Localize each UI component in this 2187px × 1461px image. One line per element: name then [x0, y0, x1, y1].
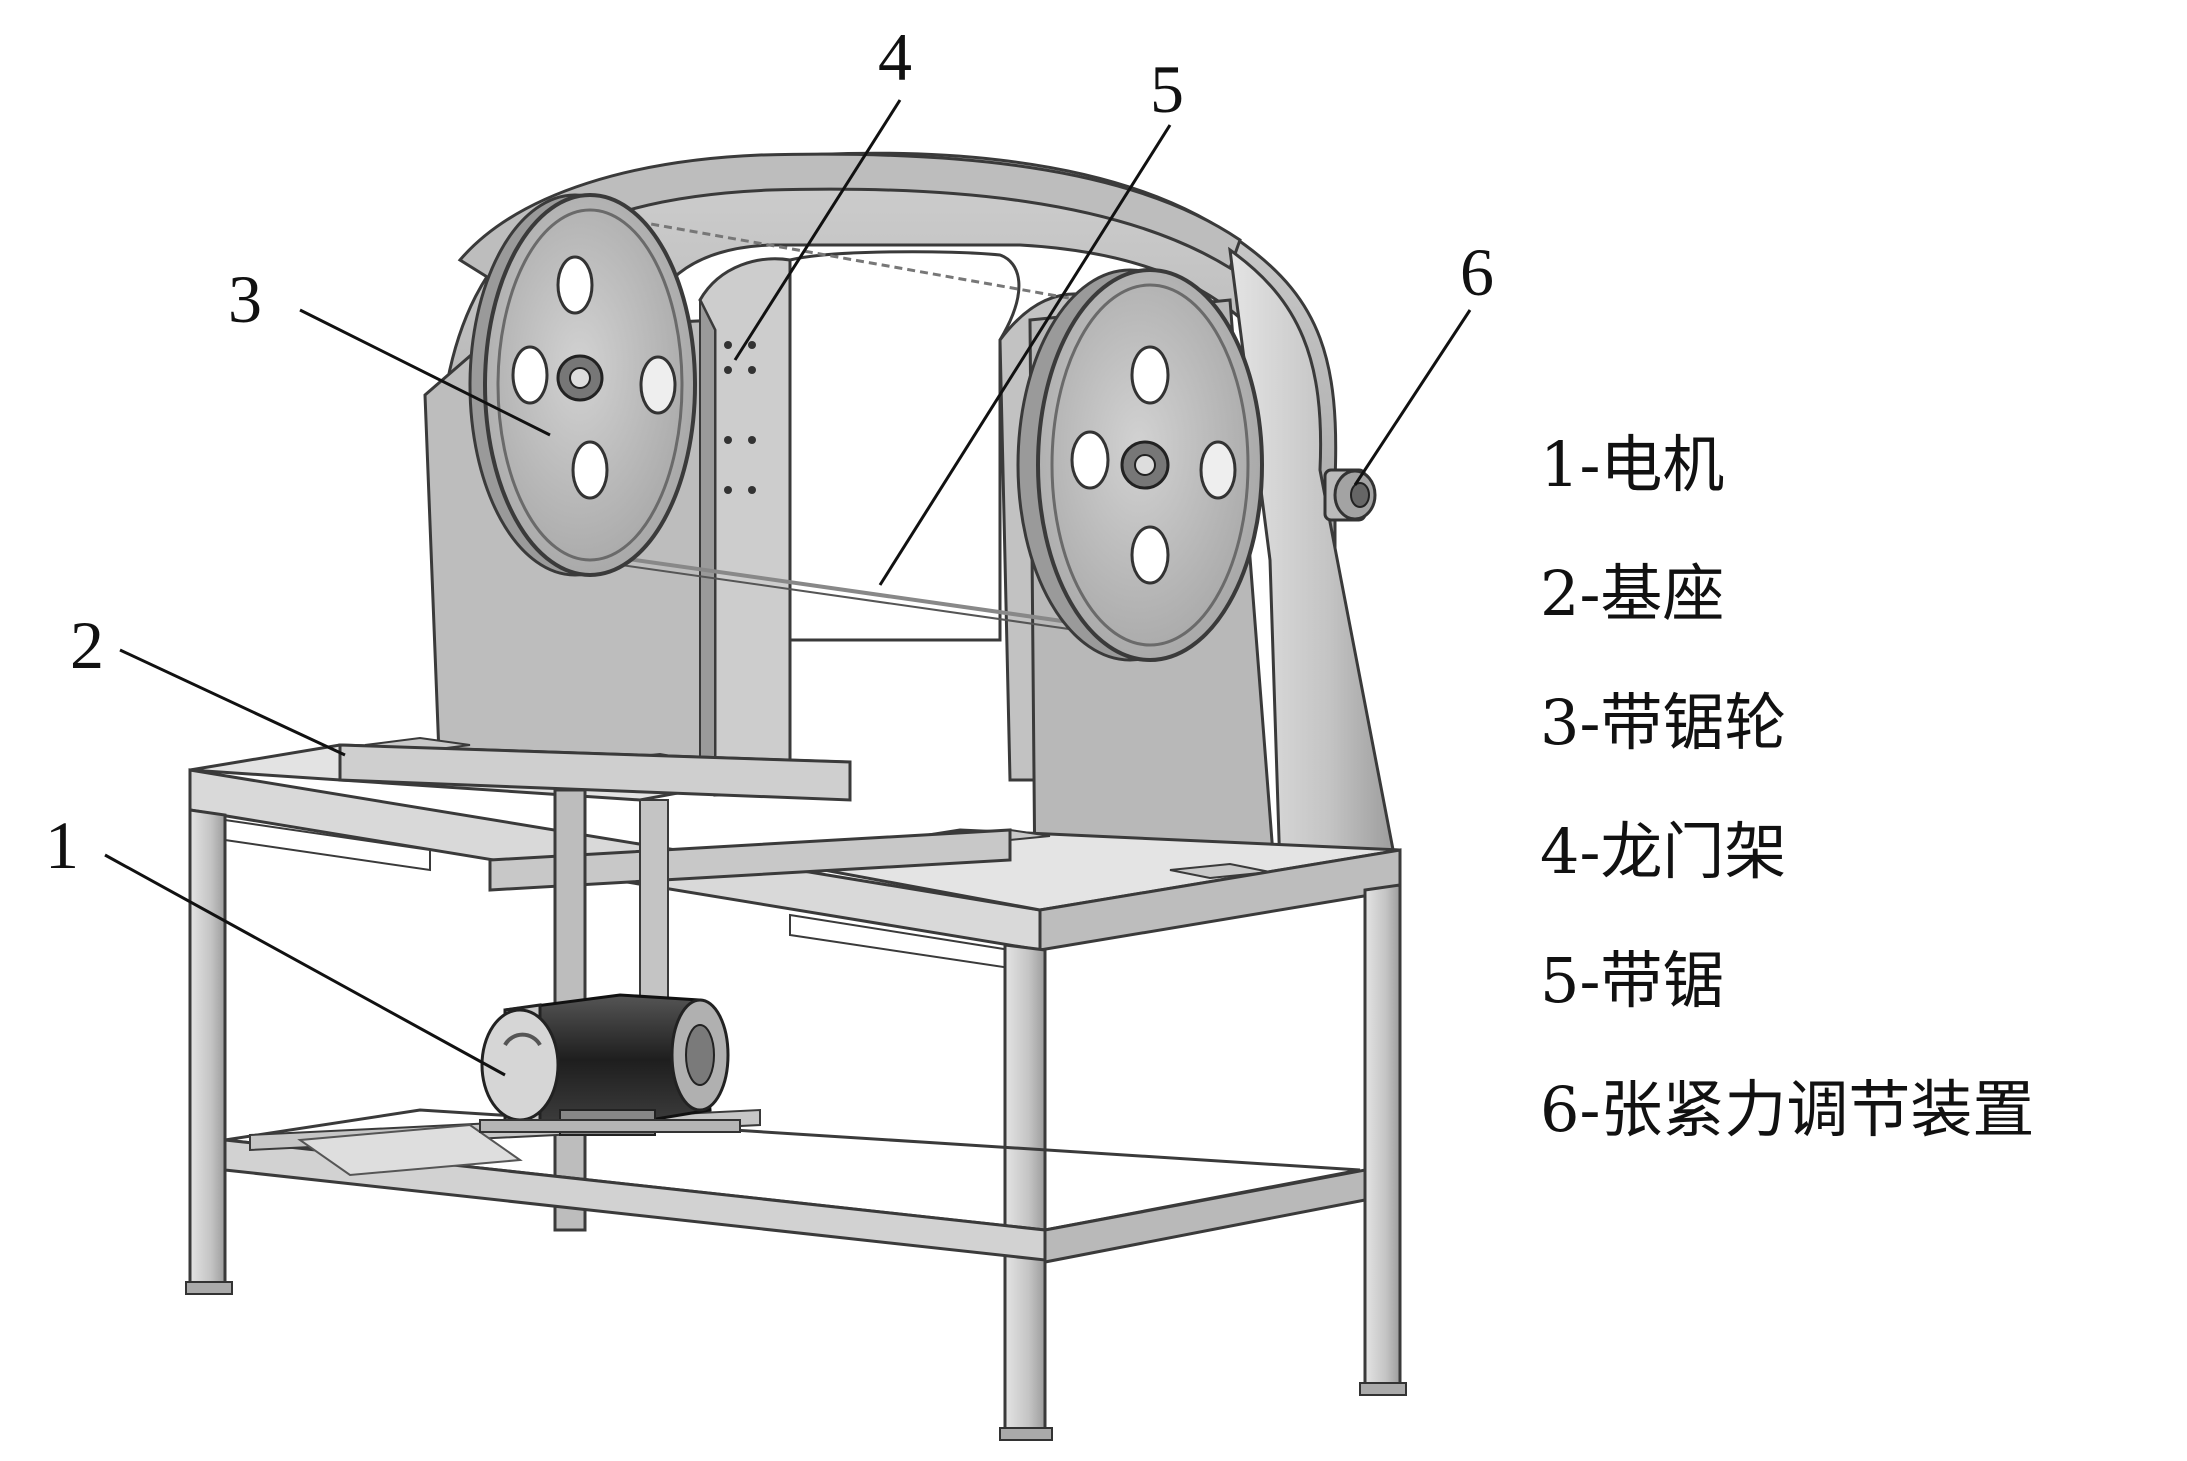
callout-1: 1 — [45, 807, 79, 883]
band-saw-wheel-left — [468, 193, 697, 577]
legend-item-saw-wheel: 3-带锯轮 — [1540, 686, 1787, 759]
callout-numbers: 1 2 3 4 5 6 — [45, 19, 1494, 883]
band-saw-blade — [599, 213, 1091, 633]
motor — [479, 993, 741, 1136]
callout-3: 3 — [228, 261, 262, 337]
callout-4: 4 — [878, 19, 912, 95]
band-saw-wheel-right — [1016, 268, 1264, 662]
component-legend: 1-电机 2-基座 3-带锯轮 4-龙门架 5-带锯 6-张紧力调节装置 — [1540, 400, 2180, 1174]
legend-item-gantry: 4-龙门架 — [1540, 815, 1787, 888]
base-table — [185, 736, 1407, 1441]
column-bolt-holes — [724, 341, 756, 494]
legend-item-motor: 1-电机 — [1540, 428, 1725, 501]
legend-item-band-saw: 5-带锯 — [1540, 944, 1725, 1017]
leader-lines — [104, 99, 1472, 1077]
callout-2: 2 — [70, 607, 104, 683]
callout-6: 6 — [1460, 234, 1494, 310]
legend-item-tension-adjuster: 6-张紧力调节装置 — [1540, 1073, 2035, 1146]
callout-5: 5 — [1150, 51, 1184, 127]
legend-item-base: 2-基座 — [1540, 557, 1725, 630]
tension-adjuster — [1323, 468, 1377, 522]
